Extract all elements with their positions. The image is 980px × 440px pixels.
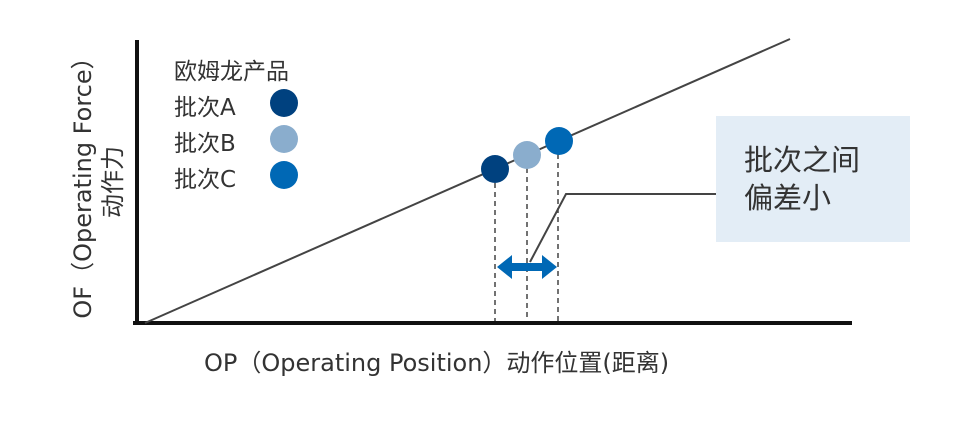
point-lot-a	[481, 155, 509, 183]
y-axis-label: OF（Operating Force） 动作力	[68, 32, 128, 332]
callout-line1: 批次之间	[744, 143, 861, 177]
legend-label-c: 批次C	[174, 167, 237, 193]
legend-dot-c	[270, 161, 298, 189]
point-lot-b	[513, 141, 541, 169]
legend-title: 欧姆龙产品	[174, 59, 289, 85]
y-axis-label-line2: 动作力	[99, 146, 127, 218]
legend-dot-b	[270, 125, 298, 153]
x-axis-label: OP（Operating Position）动作位置(距离)	[204, 349, 670, 377]
point-lot-c	[545, 127, 573, 155]
legend-label-a: 批次A	[174, 95, 236, 121]
legend-label-b: 批次B	[174, 131, 236, 157]
force-line	[144, 38, 791, 324]
callout-leader	[529, 193, 716, 263]
callout-line2: 偏差小	[744, 181, 832, 215]
double-arrow-icon	[497, 255, 557, 279]
callout-box: 批次之间 偏差小	[716, 116, 910, 242]
y-axis-label-line1: OF（Operating Force）	[69, 45, 97, 319]
legend-dot-a	[270, 89, 298, 117]
